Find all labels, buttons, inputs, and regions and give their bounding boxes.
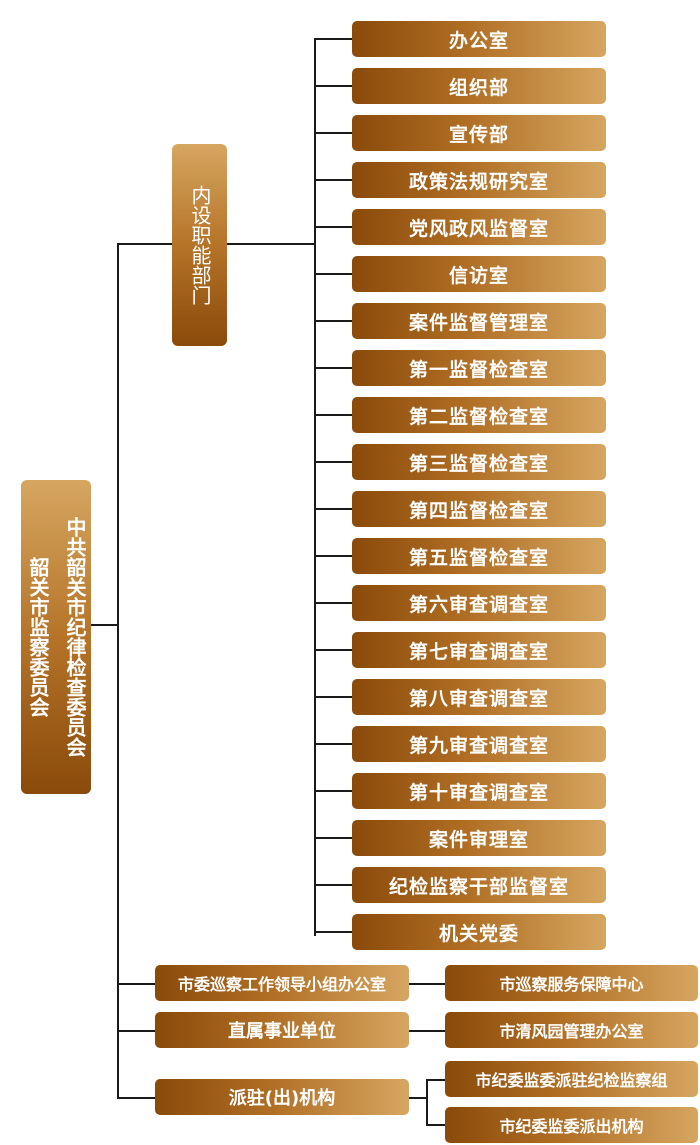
branch-3-split — [426, 1079, 428, 1125]
department-label: 第五监督检查室 — [408, 546, 549, 569]
department-tick — [314, 320, 352, 322]
branch-3-tick-a — [426, 1079, 445, 1081]
department-label: 第三监督检查室 — [408, 452, 549, 475]
root-title-line2: 韶关市监察委员会 — [26, 557, 50, 717]
internal-connector — [227, 243, 315, 245]
stationed-group-label: 市纪委监委派驻纪检监察组 — [475, 1071, 668, 1090]
department-node: 党风政风监督室 — [352, 209, 606, 245]
inspection-service-center-node: 市巡察服务保障中心 — [445, 965, 698, 1001]
main-trunk — [117, 243, 119, 1099]
department-label: 宣传部 — [448, 123, 509, 146]
department-label: 机关党委 — [438, 922, 519, 945]
department-tick — [314, 414, 352, 416]
trunk-branch-internal — [117, 243, 172, 245]
department-tick — [314, 837, 352, 839]
department-tick — [314, 790, 352, 792]
department-node: 案件审理室 — [352, 820, 606, 856]
branch-1-connector — [409, 983, 445, 985]
department-node: 宣传部 — [352, 115, 606, 151]
department-node: 第九审查调查室 — [352, 726, 606, 762]
department-node: 纪检监察干部监督室 — [352, 867, 606, 903]
inspection-service-center-label: 市巡察服务保障中心 — [499, 975, 644, 994]
department-tick — [314, 273, 352, 275]
inspection-office-label: 市委巡察工作领导小组办公室 — [177, 975, 386, 994]
dispatched-agencies-node: 派驻(出)机构 — [155, 1079, 409, 1115]
department-node: 第十审查调查室 — [352, 773, 606, 809]
department-tick — [314, 696, 352, 698]
department-tick — [314, 649, 352, 651]
department-tick — [314, 743, 352, 745]
department-label: 办公室 — [448, 29, 509, 52]
department-node: 第一监督检查室 — [352, 350, 606, 386]
department-label: 第一监督检查室 — [408, 358, 549, 381]
trunk-branch-3 — [117, 1097, 155, 1099]
inspection-office-node: 市委巡察工作领导小组办公室 — [155, 965, 409, 1001]
department-node: 第七审查调查室 — [352, 632, 606, 668]
department-label: 第七审查调查室 — [408, 640, 549, 663]
department-node: 第八审查调查室 — [352, 679, 606, 715]
department-label: 第八审查调查室 — [408, 687, 549, 710]
qingfengyuan-office-label: 市清风园管理办公室 — [499, 1022, 644, 1041]
department-node: 第二监督检查室 — [352, 397, 606, 433]
qingfengyuan-office-node: 市清风园管理办公室 — [445, 1012, 698, 1048]
department-tick — [314, 884, 352, 886]
department-label: 案件审理室 — [428, 828, 529, 851]
department-tick — [314, 132, 352, 134]
branch-3-tick-b — [426, 1124, 445, 1126]
department-node: 案件监督管理室 — [352, 303, 606, 339]
department-tick — [314, 461, 352, 463]
department-tick — [314, 226, 352, 228]
department-node: 信访室 — [352, 256, 606, 292]
department-label: 第二监督检查室 — [408, 405, 549, 428]
department-label: 第六审查调查室 — [408, 593, 549, 616]
department-label: 第四监督检查室 — [408, 499, 549, 522]
trunk-branch-2 — [117, 1030, 155, 1032]
department-tick — [314, 179, 352, 181]
department-node: 组织部 — [352, 68, 606, 104]
department-label: 第十审查调查室 — [408, 781, 549, 804]
department-tick — [314, 602, 352, 604]
department-tick — [314, 367, 352, 369]
department-node: 第三监督检查室 — [352, 444, 606, 480]
department-label: 第九审查调查室 — [408, 734, 549, 757]
department-label: 党风政风监督室 — [408, 217, 549, 240]
trunk-branch-1 — [117, 983, 155, 985]
dispatched-agency-node: 市纪委监委派出机构 — [445, 1107, 698, 1143]
root-title-line1: 中共韶关市纪律检查委员会 — [63, 517, 87, 757]
branch-2-connector — [409, 1030, 445, 1032]
department-node: 第四监督检查室 — [352, 491, 606, 527]
department-node: 政策法规研究室 — [352, 162, 606, 198]
department-tick — [314, 555, 352, 557]
department-node: 第六审查调查室 — [352, 585, 606, 621]
department-node: 第五监督检查室 — [352, 538, 606, 574]
department-tick — [314, 931, 352, 933]
internal-departments-label: 内设职能部门 — [188, 185, 212, 305]
department-tick — [314, 38, 352, 40]
department-tick — [314, 508, 352, 510]
department-trunk — [314, 39, 316, 936]
department-label: 案件监督管理室 — [408, 311, 549, 334]
department-node: 机关党委 — [352, 914, 606, 950]
internal-departments-node: 内设职能部门 — [172, 144, 227, 346]
root-connector — [91, 624, 118, 626]
department-label: 信访室 — [448, 264, 509, 287]
dispatched-agency-label: 市纪委监委派出机构 — [499, 1117, 644, 1136]
department-label: 纪检监察干部监督室 — [388, 875, 569, 898]
department-label: 组织部 — [448, 76, 509, 99]
department-label: 政策法规研究室 — [408, 170, 549, 193]
affiliated-units-node: 直属事业单位 — [155, 1012, 409, 1048]
department-tick — [314, 85, 352, 87]
root-node: 中共韶关市纪律检查委员会 韶关市监察委员会 — [21, 480, 91, 794]
affiliated-units-label: 直属事业单位 — [228, 1021, 336, 1042]
department-node: 办公室 — [352, 21, 606, 57]
branch-3-connector — [409, 1097, 427, 1099]
stationed-group-node: 市纪委监委派驻纪检监察组 — [445, 1061, 698, 1097]
dispatched-agencies-label: 派驻(出)机构 — [228, 1088, 336, 1109]
